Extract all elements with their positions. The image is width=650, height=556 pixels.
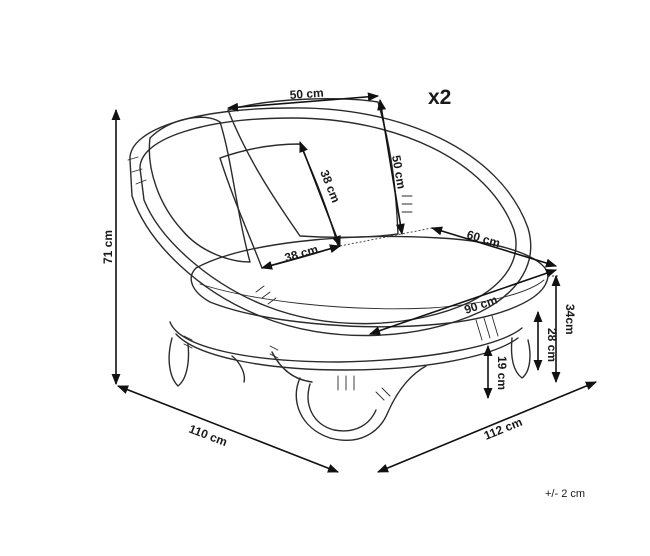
small-cushion-width-label: 38 cm [283,242,320,265]
tolerance-label: +/- 2 cm [545,488,585,500]
seat-width-line [368,269,558,335]
cushion-height-line [377,98,405,236]
base-height-label: 19 cm [495,356,509,390]
small-cushion-height-line [299,140,341,248]
depth-label: 110 cm [187,422,229,449]
depth-line [116,385,340,473]
cushion-height-label: 50 cm [389,154,409,190]
quantity-label: x2 [428,86,451,109]
cushion-width-label: 50 cm [289,86,324,102]
width-label: 112 cm [482,415,524,443]
seat-height-label: 34cm [563,304,577,335]
seat-depth-line [430,226,558,268]
small-cushion-width-line [260,244,342,270]
cushion-width-line [226,92,380,112]
small-cushion-height-label: 38 cm [317,168,343,205]
total-height-label: 71 cm [101,230,115,264]
dimension-lines [111,92,598,473]
papasan-chair-illustration [127,98,549,441]
width-line [376,381,598,473]
frame-height-label: 28 cm [545,328,559,362]
seat-depth-label: 60 cm [465,227,502,250]
dimension-labels: x2 50 cm 50 cm 38 cm 38 cm 60 cm 90 cm 7… [101,86,585,500]
